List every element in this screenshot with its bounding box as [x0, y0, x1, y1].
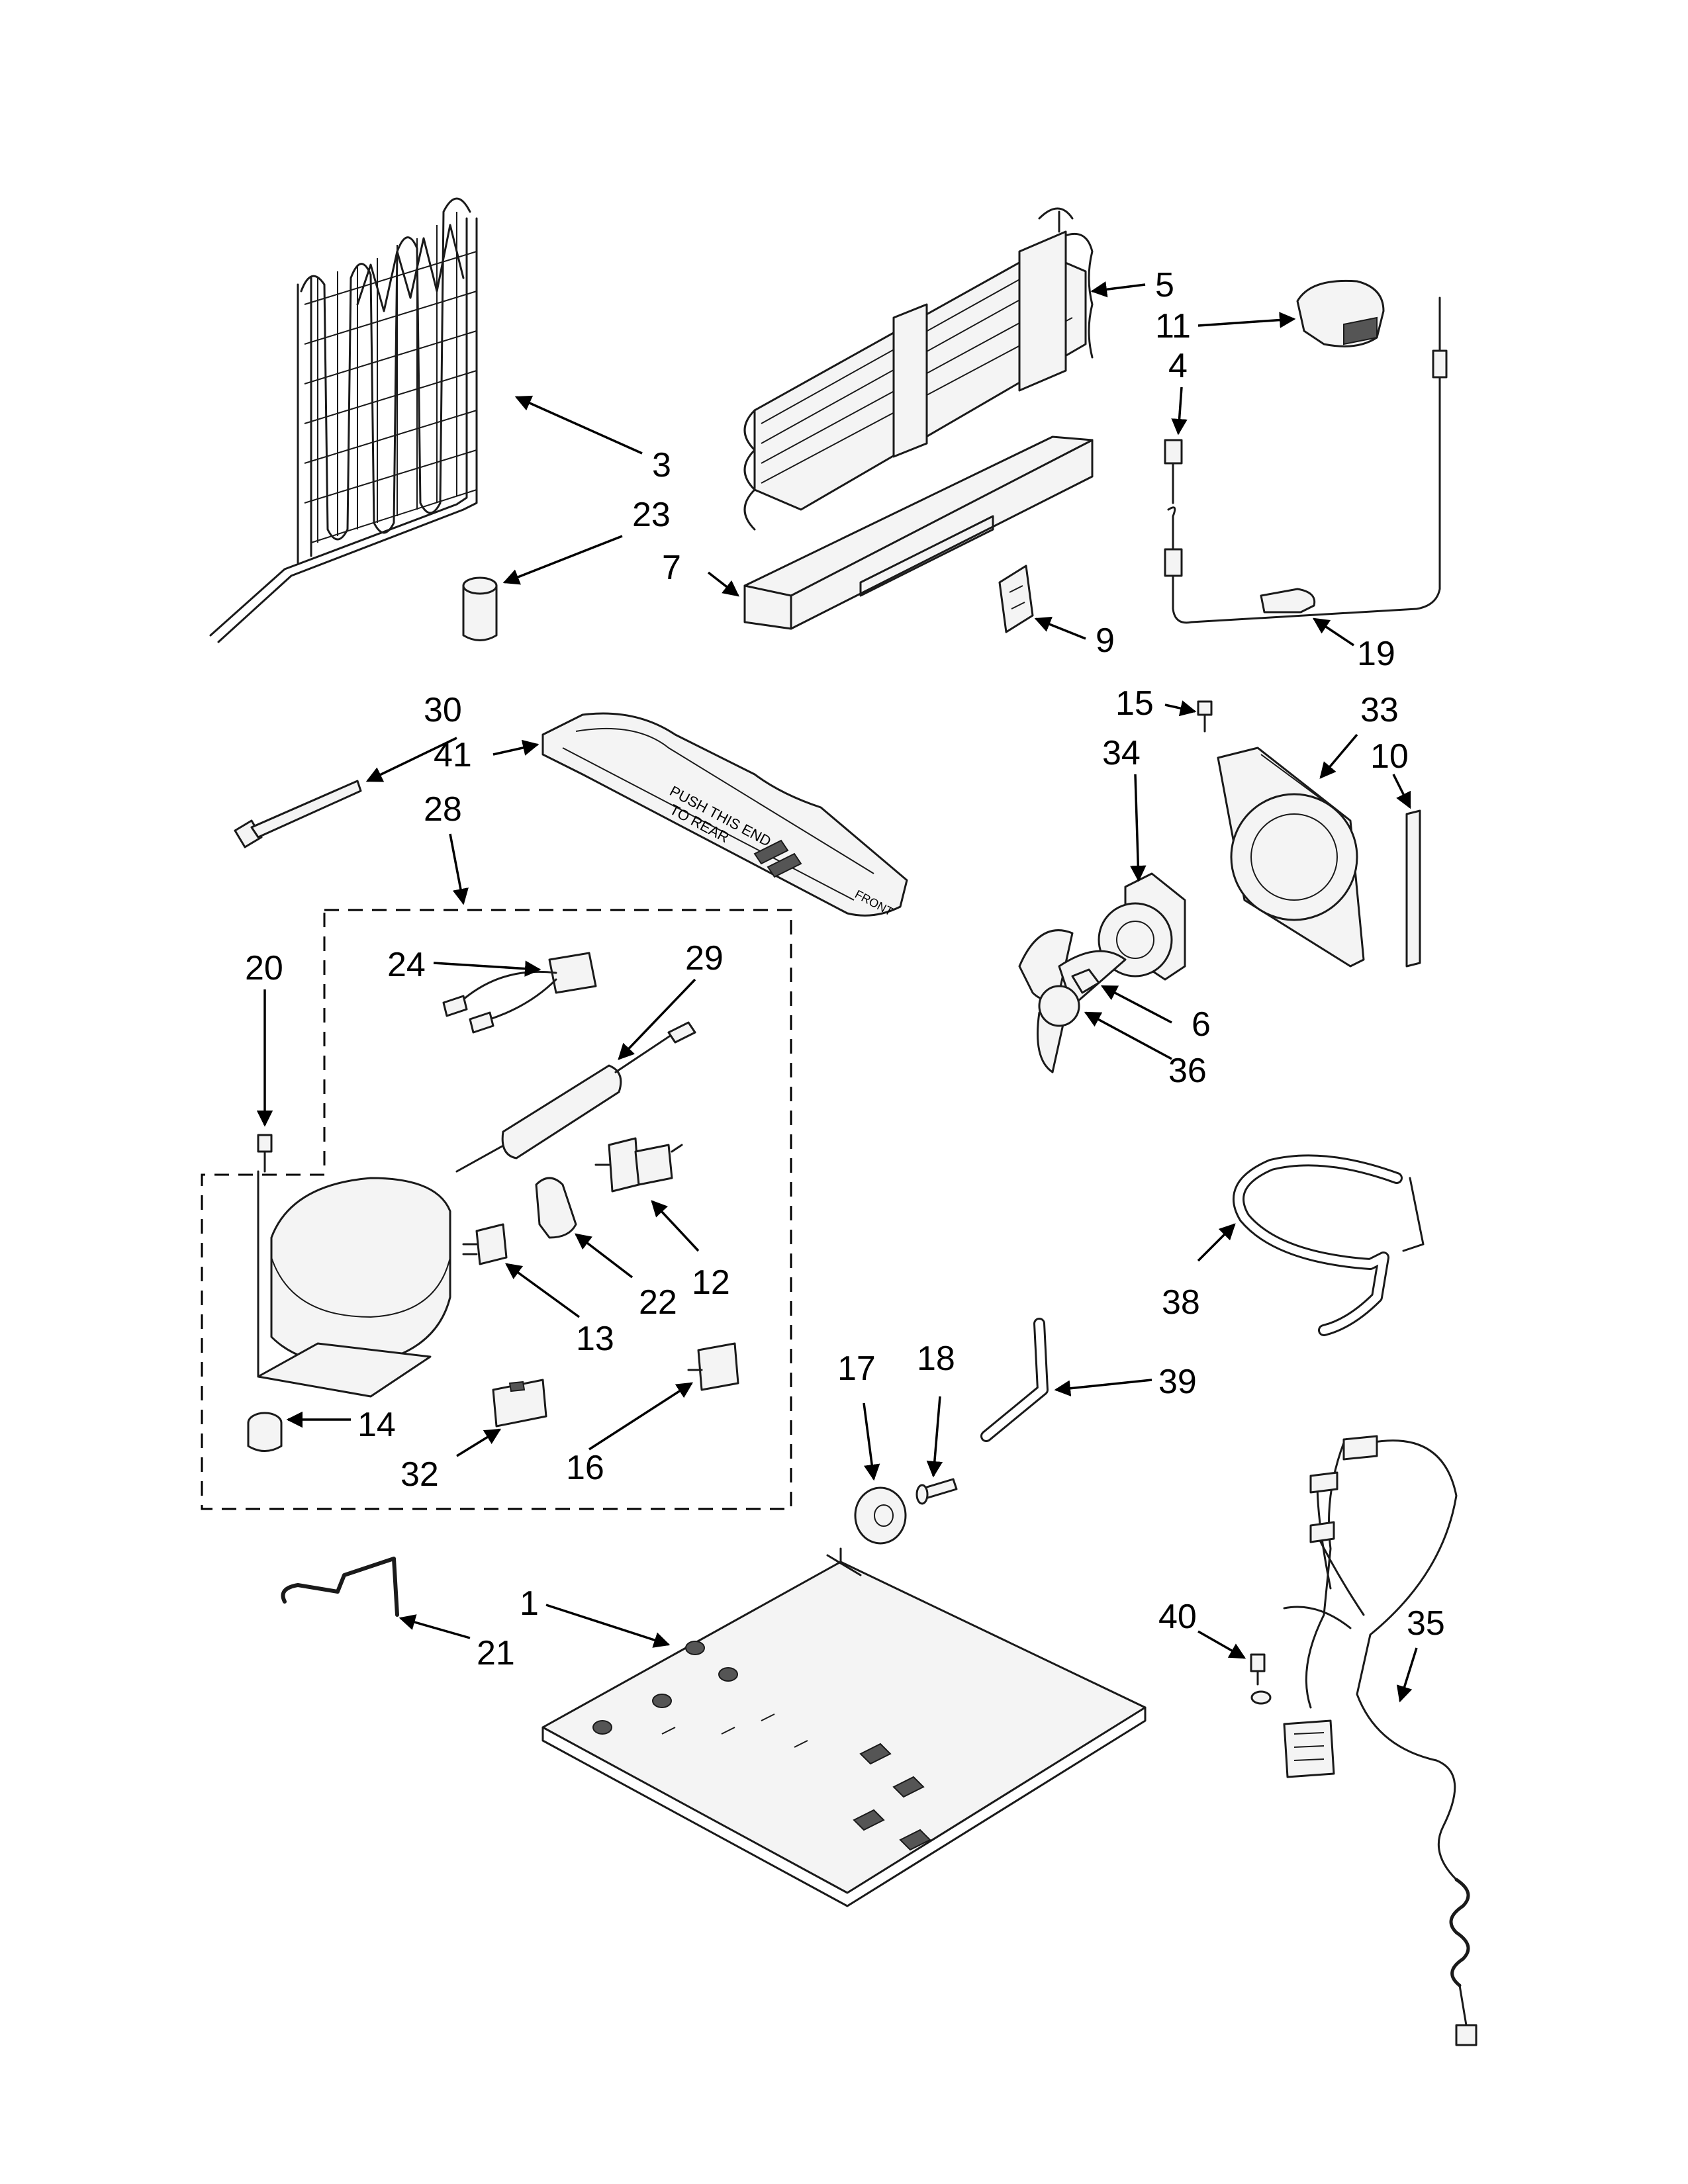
callout-5: 5	[1155, 266, 1174, 304]
tube-part-38	[1233, 1154, 1425, 1336]
callout-30: 30	[424, 691, 462, 729]
fan-motor-part-34	[1098, 872, 1186, 981]
overload-part-22	[535, 1177, 577, 1239]
cable-tie-part-30	[234, 780, 362, 848]
compressor	[257, 1170, 451, 1398]
callout-21: 21	[477, 1634, 515, 1672]
screw-part-40	[1250, 1653, 1272, 1705]
fan-shroud-part-33	[1217, 747, 1365, 968]
nut-part-6	[1071, 968, 1100, 994]
callout-28: 28	[424, 790, 462, 829]
relay-part-16	[687, 1342, 739, 1391]
callout-20: 20	[245, 949, 283, 987]
strip-part-10	[1405, 809, 1421, 968]
condenser-coil-part-3	[209, 197, 478, 643]
callout-23: 23	[632, 496, 671, 534]
wire-harness-part-35	[1283, 1435, 1477, 2046]
callout-16: 16	[566, 1449, 604, 1487]
callout-numbers: 3 23 5 11 4 7 9 19 15 33 30 41 34 10 28 …	[245, 266, 1445, 1672]
callout-1: 1	[520, 1584, 539, 1623]
callout-38: 38	[1162, 1283, 1200, 1322]
drain-tray-part-41: PUSH THIS END TO REAR FRONT	[541, 712, 908, 919]
cap-part-11	[1296, 279, 1385, 347]
callout-17: 17	[837, 1349, 876, 1388]
callout-4: 4	[1168, 347, 1188, 385]
connector-part-24	[442, 952, 597, 1034]
callout-36: 36	[1168, 1052, 1207, 1090]
callout-29: 29	[685, 939, 724, 978]
base-frame-part-1	[541, 1547, 1147, 1907]
callout-12: 12	[692, 1263, 730, 1302]
drain-trough-part-7	[743, 435, 1094, 630]
screw-part-15	[1197, 700, 1213, 733]
clip-part-19	[1260, 588, 1316, 614]
callout-22: 22	[639, 1283, 677, 1322]
bracket-part-9	[998, 565, 1034, 633]
callout-13: 13	[576, 1320, 614, 1358]
roller-part-17	[854, 1486, 907, 1545]
callout-9: 9	[1096, 621, 1115, 660]
callout-11: 11	[1155, 307, 1191, 345]
callout-32: 32	[400, 1455, 439, 1494]
callout-6: 6	[1192, 1005, 1211, 1044]
callout-10: 10	[1370, 737, 1409, 776]
leader-lines	[256, 281, 1418, 1703]
callout-18: 18	[917, 1340, 955, 1378]
evaporator-part-5	[743, 207, 1094, 531]
pin-part-18	[915, 1478, 958, 1505]
fan-blade-part-36	[1018, 929, 1127, 1073]
callout-33: 33	[1360, 691, 1399, 729]
relay-part-12	[594, 1137, 683, 1193]
drier-part-29	[455, 1021, 696, 1173]
part-28-group-boundary	[201, 909, 792, 1510]
callout-35: 35	[1407, 1604, 1445, 1643]
screw-part-20	[257, 1134, 273, 1173]
cylinder-part-23	[462, 576, 498, 641]
tube-part-39	[980, 1318, 1049, 1442]
callout-41: 41	[434, 736, 472, 774]
wire-part-21	[281, 1557, 399, 1617]
sensor-wire-part-4	[1164, 296, 1448, 624]
start-device-part-32	[492, 1379, 547, 1428]
terminal-part-13	[462, 1223, 508, 1265]
callout-15: 15	[1115, 684, 1154, 723]
callout-19: 19	[1357, 635, 1395, 673]
callout-40: 40	[1158, 1598, 1197, 1636]
callout-14: 14	[357, 1406, 396, 1444]
callout-39: 39	[1158, 1363, 1197, 1401]
callout-7: 7	[662, 549, 681, 587]
callout-3: 3	[652, 446, 671, 484]
callout-34: 34	[1102, 734, 1141, 772]
grommet-part-14	[247, 1412, 283, 1452]
callout-24: 24	[387, 946, 426, 984]
